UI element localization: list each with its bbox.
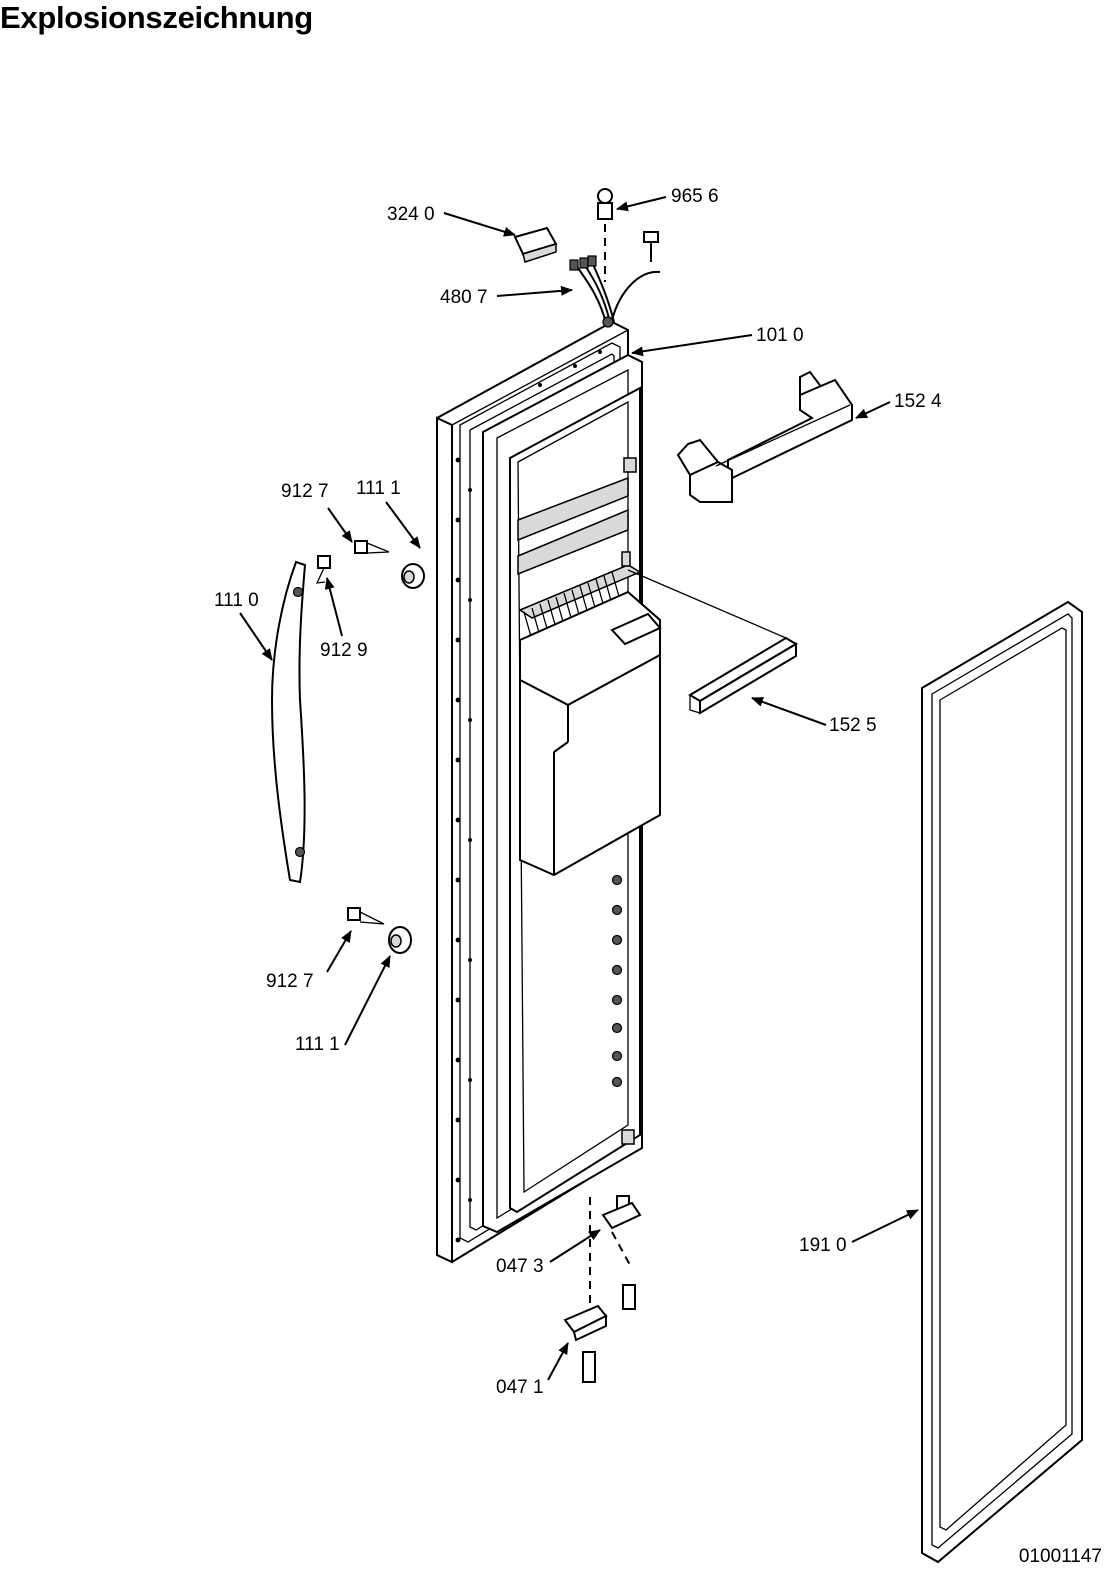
callout-191-0: 191 0 — [799, 1235, 847, 1256]
callout-912-7-lower: 912 7 — [266, 971, 314, 992]
bushing-111-1-upper — [401, 563, 425, 589]
slide-rail — [627, 569, 798, 715]
door-panel — [436, 320, 662, 1264]
hinge-bracket-047-1 — [563, 1304, 608, 1383]
callout-111-0: 111 0 — [214, 590, 259, 611]
page-title: Explosionszeichnung — [0, 0, 313, 35]
callout-480-7: 480 7 — [440, 287, 488, 308]
callout-111-1-upper: 111 1 — [356, 478, 401, 499]
callout-324-0: 324 0 — [387, 204, 435, 225]
wire-harness — [569, 255, 661, 328]
bushing-111-1-lower — [388, 926, 412, 954]
callout-965-6: 965 6 — [671, 186, 719, 207]
callout-152-4: 152 4 — [894, 391, 942, 412]
screw-912-9 — [315, 555, 331, 584]
document-number: 01001147 — [1018, 1546, 1102, 1567]
light-socket — [597, 188, 613, 282]
callout-047-3: 047 3 — [496, 1256, 544, 1277]
callout-111-1-lower: 111 1 — [295, 1034, 340, 1055]
callout-912-7-upper: 912 7 — [281, 481, 329, 502]
door-handle — [270, 560, 307, 884]
leader-lines — [239, 196, 919, 1381]
screw-912-7-lower — [347, 907, 385, 925]
screw-912-7-upper — [354, 540, 390, 554]
connector-block — [513, 226, 558, 263]
callout-047-1: 047 1 — [496, 1377, 544, 1398]
callout-912-9: 912 9 — [320, 640, 368, 661]
callout-152-5: 152 5 — [829, 715, 877, 736]
door-bin-bracket — [676, 370, 853, 503]
hinge-pin-047-3 — [589, 1195, 642, 1310]
small-screw-top — [643, 231, 659, 262]
callout-101-0: 101 0 — [756, 325, 804, 346]
door-gasket — [921, 600, 1083, 1564]
